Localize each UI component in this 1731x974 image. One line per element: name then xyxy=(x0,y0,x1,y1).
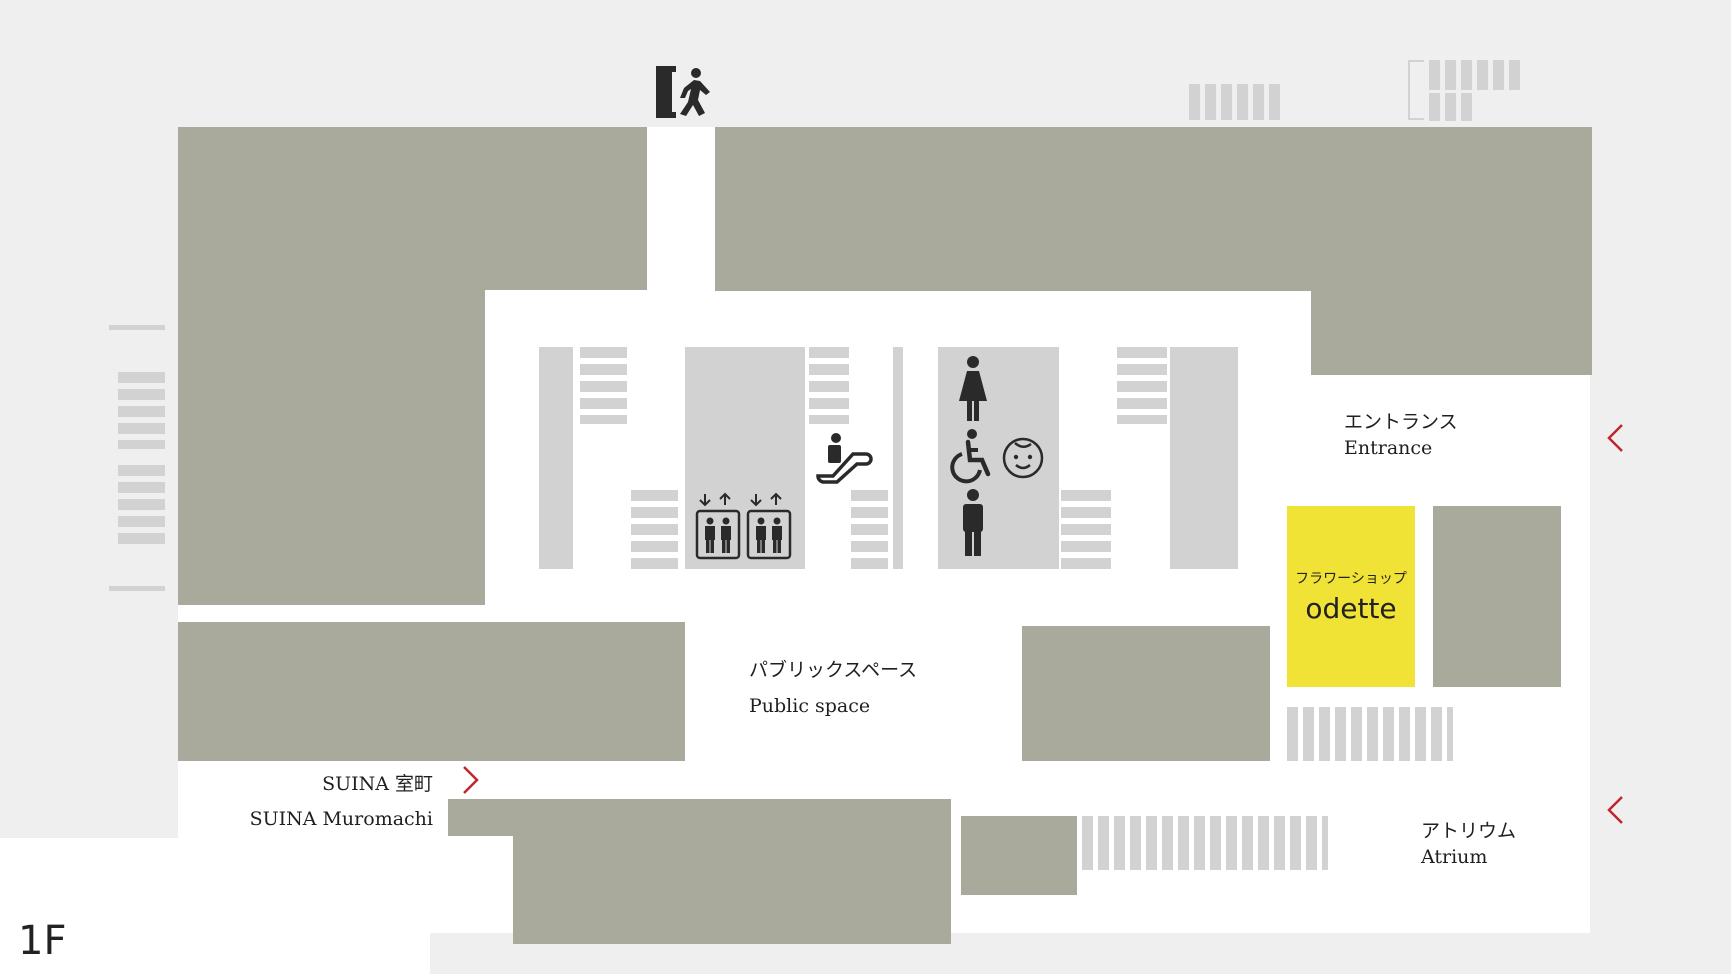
stairs xyxy=(1117,347,1167,424)
area-suina-jp[interactable]: SUINA 室町 xyxy=(322,773,433,795)
wheelchair-icon[interactable] xyxy=(950,428,992,484)
area-atrium-en: Atrium xyxy=(1421,846,1488,868)
stairs-outside xyxy=(118,465,165,544)
arrow-right-icon[interactable] xyxy=(462,765,480,795)
stairs-vertical xyxy=(1082,816,1328,870)
mens-restroom-icon[interactable] xyxy=(958,488,988,558)
exit-icon[interactable] xyxy=(654,64,712,120)
baby-care-icon[interactable] xyxy=(1001,437,1045,479)
tenant-block[interactable] xyxy=(178,127,647,290)
stairs-outside xyxy=(118,372,165,449)
arrow-left-icon[interactable] xyxy=(1606,795,1624,825)
tenant-block[interactable] xyxy=(448,799,951,836)
womens-restroom-icon[interactable] xyxy=(958,355,988,423)
elevator-icon[interactable] xyxy=(695,492,741,560)
exit-corridor xyxy=(647,127,715,290)
stairs xyxy=(1061,490,1111,569)
outside-area-right xyxy=(1590,0,1731,974)
curb-line xyxy=(109,325,165,330)
stairs xyxy=(809,347,849,424)
crosswalk xyxy=(1429,60,1525,90)
floor-label: 1F xyxy=(18,918,67,964)
crosswalk xyxy=(1429,93,1477,121)
area-atrium-jp: アトリウム xyxy=(1421,820,1517,842)
tenant-block[interactable] xyxy=(178,290,485,605)
shop-odette[interactable] xyxy=(1287,506,1415,687)
stairs xyxy=(580,347,627,424)
tenant-block[interactable] xyxy=(1311,291,1592,375)
tenant-block[interactable] xyxy=(715,127,1592,291)
partition-wall xyxy=(893,347,903,569)
area-public-space-en: Public space xyxy=(749,695,871,717)
stairs-vertical xyxy=(1287,707,1453,761)
curb-line xyxy=(109,586,165,591)
tenant-block[interactable] xyxy=(513,836,951,944)
elevator-icon[interactable] xyxy=(746,492,792,560)
curb-bracket xyxy=(1408,60,1424,120)
escalator-icon[interactable] xyxy=(815,432,873,484)
area-entrance-jp: エントランス xyxy=(1344,411,1458,433)
tenant-block[interactable] xyxy=(961,816,1077,895)
crosswalk xyxy=(1189,84,1285,120)
area-entrance-en: Entrance xyxy=(1344,437,1433,459)
stair-core xyxy=(539,347,573,569)
tenant-block[interactable] xyxy=(178,622,685,761)
tenant-block[interactable] xyxy=(1022,626,1270,761)
tenant-block[interactable] xyxy=(1433,506,1561,687)
stairs xyxy=(631,490,678,569)
area-public-space-jp: パブリックスペース xyxy=(749,659,918,681)
stairs xyxy=(851,490,888,569)
shop-category: フラワーショップ xyxy=(1295,571,1407,587)
service-core xyxy=(1170,347,1238,569)
arrow-left-icon[interactable] xyxy=(1606,423,1624,453)
shop-name: odette xyxy=(1305,592,1397,625)
area-suina-en[interactable]: SUINA Muromachi xyxy=(249,808,433,830)
